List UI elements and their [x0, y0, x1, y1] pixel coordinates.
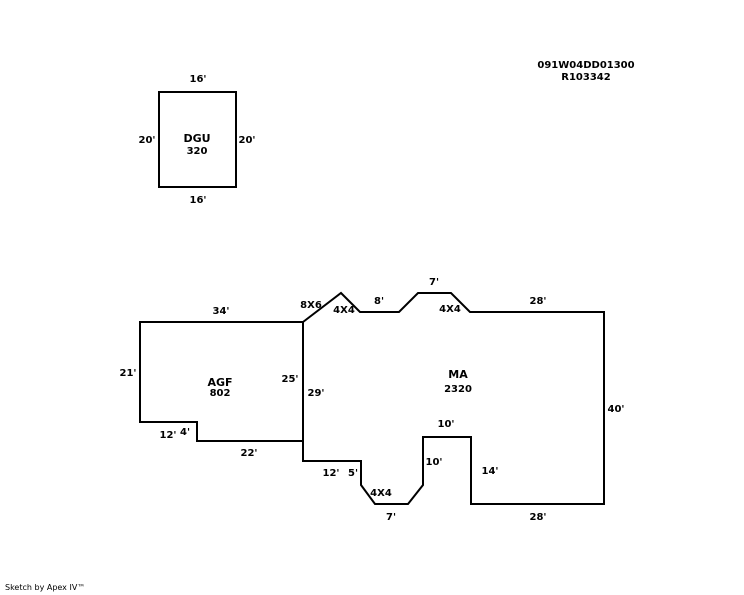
ma-label: MA: [448, 368, 468, 381]
ma-7-bottom-dim: 7': [386, 512, 396, 523]
ma-14-dim: 14': [482, 466, 499, 477]
agf-left-dim: 21': [120, 368, 137, 379]
ma-29-dim: 29': [308, 388, 325, 399]
ma-7-top-dim: 7': [429, 277, 439, 288]
agf-top-dim: 34': [213, 306, 230, 317]
dgu-area: 320: [187, 146, 208, 157]
ma-28-top-dim: 28': [530, 296, 547, 307]
agf-right-dim: 25': [282, 374, 299, 385]
dgu-label: DGU: [183, 132, 210, 145]
ma-28-bottom-dim: 28': [530, 512, 547, 523]
ma-10-side-dim: 10': [426, 457, 443, 468]
parcel-info: 091W04DD01300 R103342: [530, 60, 642, 84]
ma-4x4-a-dim: 4X4: [333, 305, 355, 316]
agf-notch-h-dim: 12': [160, 430, 177, 441]
ma-4x4-b-dim: 4X4: [439, 304, 461, 315]
agf-label: AGF: [207, 376, 232, 389]
ma-5-dim: 5': [348, 468, 358, 479]
agf-bottom-dim: 22': [241, 448, 258, 459]
dgu-outline: [158, 91, 237, 188]
ma-8-dim: 8': [374, 296, 384, 307]
dgu-top-dim: 16': [190, 74, 207, 85]
dgu-right-dim: 20': [239, 135, 256, 146]
sketch-credit: Sketch by Apex IV™: [5, 583, 86, 592]
agf-area: 802: [210, 388, 231, 399]
ma-12-dim: 12': [323, 468, 340, 479]
ma-10-top-dim: 10': [438, 419, 455, 430]
agf-outline: [139, 321, 303, 442]
ma-outline: [302, 291, 605, 505]
ma-40-dim: 40': [608, 404, 625, 415]
agf-notch-v-dim: 4': [180, 427, 190, 438]
dgu-left-dim: 20': [139, 135, 156, 146]
ma-8x6-dim: 8X6: [300, 300, 322, 311]
dgu-bottom-dim: 16': [190, 195, 207, 206]
parcel-id: 091W04DD01300: [537, 60, 635, 71]
ma-area: 2320: [444, 384, 472, 395]
parcel-account: R103342: [561, 72, 611, 83]
ma-4x4-c-dim: 4X4: [370, 488, 392, 499]
